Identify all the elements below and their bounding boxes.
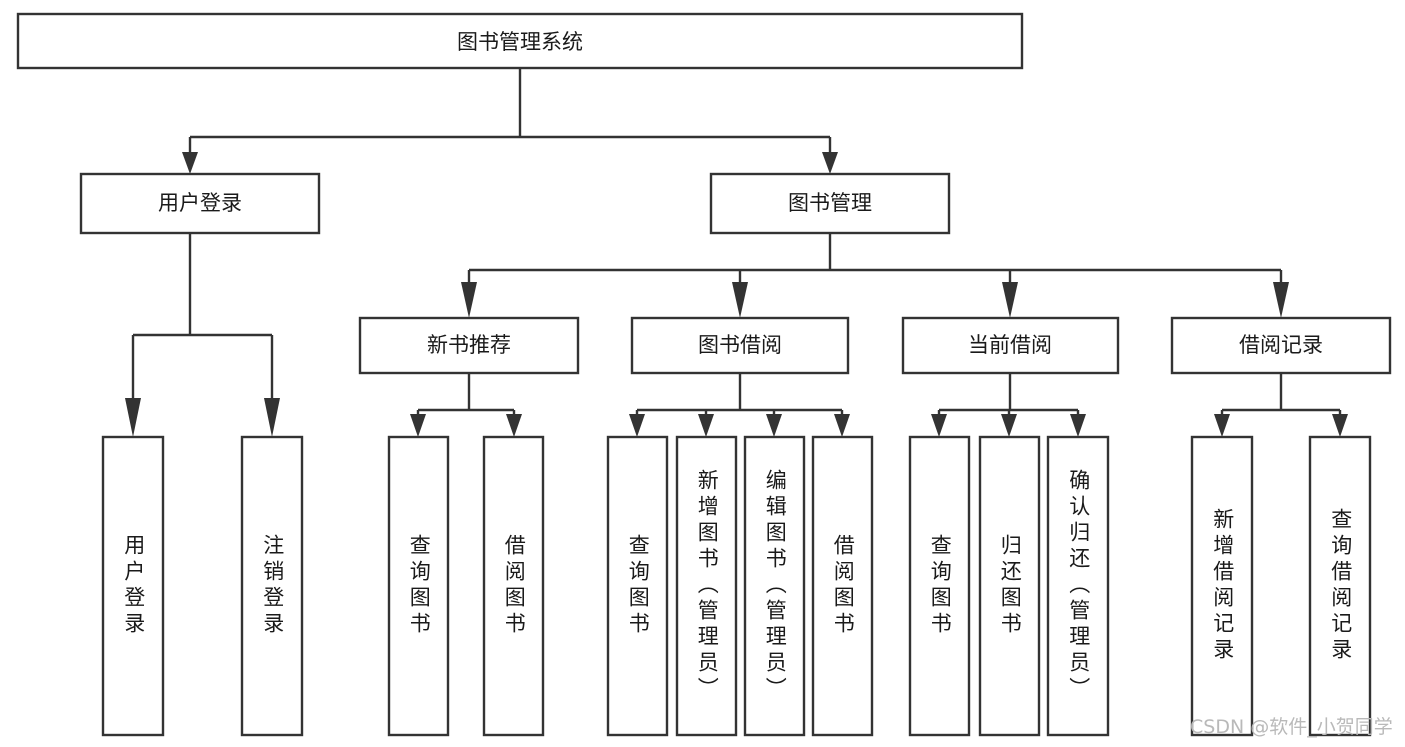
node-current-borrow-label: 当前借阅	[968, 333, 1052, 357]
node-book-borrow-label: 图书借阅	[698, 333, 782, 357]
leaf-box-edit-book-admin[interactable]	[743, 435, 806, 737]
node-book-management-label: 图书管理	[788, 191, 872, 215]
node-book-borrow-box[interactable]	[630, 316, 850, 375]
leaf-box-borrow-books-newbook[interactable]	[482, 435, 545, 737]
arrow-head-current-leaf1	[931, 414, 947, 437]
node-root-box[interactable]	[16, 12, 1024, 70]
arrow-head-newbook	[461, 282, 477, 318]
leaf-box-add-borrow-record[interactable]	[1190, 435, 1254, 737]
node-user-login-box[interactable]	[79, 172, 321, 235]
arrow-head-borrow-leaf1	[629, 414, 645, 437]
node-book-management[interactable]: 图书管理	[709, 172, 951, 235]
leaf-box-query-borrow-record[interactable]	[1308, 435, 1372, 737]
node-root-label: 图书管理系统	[457, 30, 583, 54]
leaf-box-borrow-books-borrow[interactable]	[811, 435, 874, 737]
arrow-head-borrow	[732, 282, 748, 318]
leaf-boxes-group	[101, 435, 1372, 737]
leaf-box-query-books-current[interactable]	[908, 435, 971, 737]
node-root[interactable]: 图书管理系统	[16, 12, 1024, 70]
arrow-head-borrow-leaf4	[834, 414, 850, 437]
arrow-head-book-mgmt	[822, 152, 838, 174]
arrow-head-leaf-logout	[264, 398, 280, 437]
connectors-group	[125, 68, 1348, 437]
leaf-box-confirm-return-admin[interactable]	[1046, 435, 1110, 737]
arrow-head-newbook-leaf1	[410, 414, 426, 437]
node-new-book-recommendation[interactable]: 新书推荐	[358, 316, 580, 375]
arrow-head-current-leaf2	[1001, 414, 1017, 437]
leaf-box-query-books-borrow[interactable]	[606, 435, 669, 737]
arrow-head-leaf-user-login	[125, 398, 141, 437]
leaf-box-logout[interactable]	[240, 435, 304, 737]
leaf-box-query-books-newbook[interactable]	[387, 435, 450, 737]
node-book-management-box[interactable]	[709, 172, 951, 235]
node-book-borrow[interactable]: 图书借阅	[630, 316, 850, 375]
arrow-head-borrow-leaf2	[698, 414, 714, 437]
node-new-book-recommendation-box[interactable]	[358, 316, 580, 375]
node-borrow-records[interactable]: 借阅记录	[1170, 316, 1392, 375]
node-user-login-label: 用户登录	[158, 191, 242, 215]
arrow-head-current	[1002, 282, 1018, 318]
arrow-head-newbook-leaf2	[506, 414, 522, 437]
node-borrow-records-box[interactable]	[1170, 316, 1392, 375]
arrow-head-borrow-leaf3	[766, 414, 782, 437]
leaf-box-add-book-admin[interactable]	[675, 435, 738, 737]
arrow-head-records-leaf2	[1332, 414, 1348, 437]
arrow-head-current-leaf3	[1070, 414, 1086, 437]
leaf-box-return-books[interactable]	[978, 435, 1041, 737]
node-user-login[interactable]: 用户登录	[79, 172, 321, 235]
node-borrow-records-label: 借阅记录	[1239, 333, 1323, 357]
node-current-borrow-box[interactable]	[901, 316, 1120, 375]
csdn-watermark: CSDN @软件_小贺同学	[1190, 716, 1393, 738]
node-current-borrow[interactable]: 当前借阅	[901, 316, 1120, 375]
arrow-head-records	[1273, 282, 1289, 318]
leaf-box-user-login[interactable]	[101, 435, 165, 737]
node-new-book-recommendation-label: 新书推荐	[427, 333, 511, 357]
arrow-head-user-login	[182, 152, 198, 174]
arrow-head-records-leaf1	[1214, 414, 1230, 437]
